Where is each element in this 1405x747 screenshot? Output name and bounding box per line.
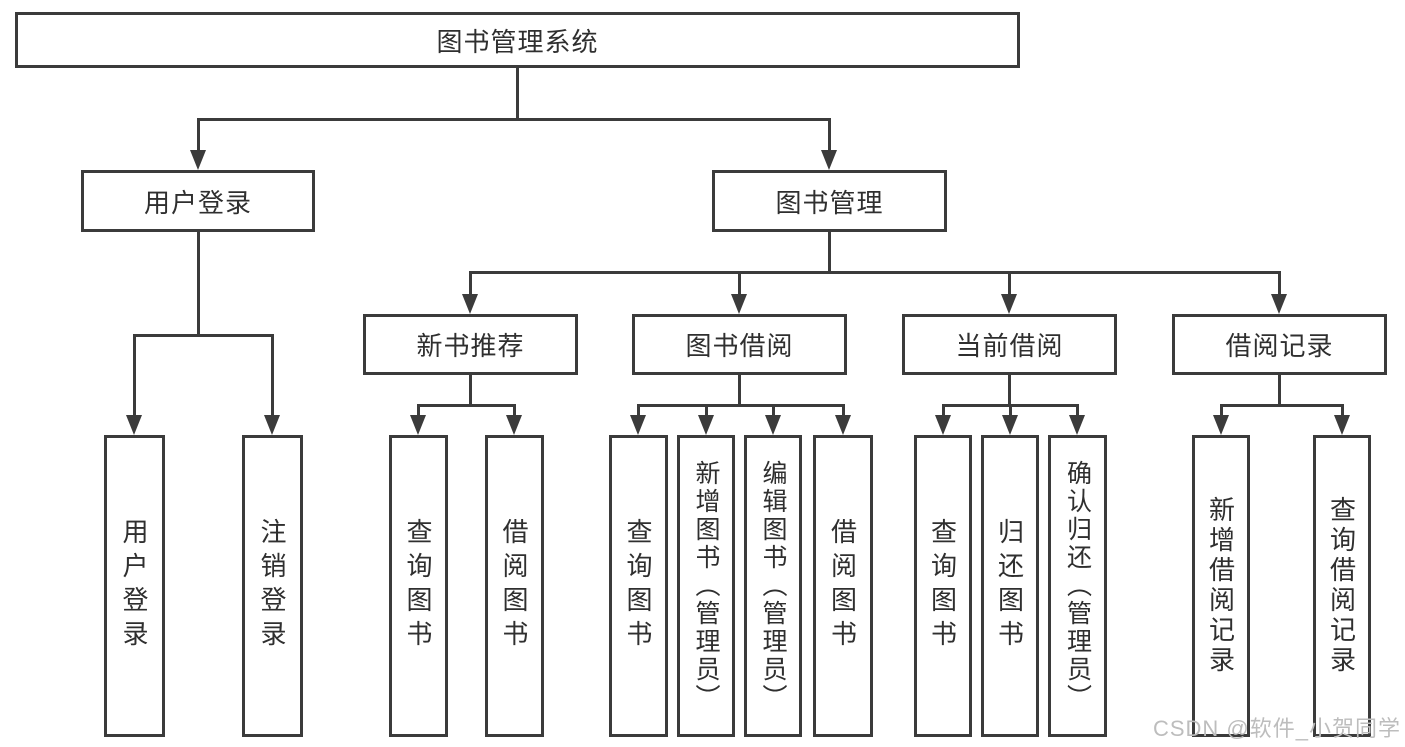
edge-borrowing-rail <box>637 404 845 407</box>
arrow-add-record <box>1213 415 1229 435</box>
arrow-book-management <box>821 150 837 170</box>
node-borrowing-records: 借阅记录 <box>1172 314 1387 375</box>
edge-drop-borrowing-records <box>1278 271 1281 296</box>
leaf-logout: 注销登录 <box>242 435 303 737</box>
edge-drop-borrowing-borrow <box>842 404 845 417</box>
node-new-book-recommend: 新书推荐 <box>363 314 578 375</box>
edge-drop-add-record <box>1220 404 1223 417</box>
leaf-user-login: 用户登录 <box>104 435 165 737</box>
leaf-borrowing-query-books: 查询图书 <box>609 435 668 737</box>
node-root-library-system: 图书管理系统 <box>15 12 1020 68</box>
edge-current-stem <box>1008 374 1011 407</box>
leaf-add-books-admin: 新增图书（管理员） <box>677 435 735 737</box>
edge-recommend-stem <box>469 374 472 407</box>
arrow-borrowing-records <box>1271 294 1287 314</box>
edge-recommend-rail <box>417 404 516 407</box>
edge-drop-book-borrowing <box>738 271 741 296</box>
node-user-login: 用户登录 <box>81 170 315 232</box>
arrow-query-record <box>1334 415 1350 435</box>
edge-drop-confirm-return <box>1076 404 1079 417</box>
arrow-edit-books <box>765 415 781 435</box>
edge-borrowing-stem <box>738 374 741 407</box>
edge-user-login-stem <box>197 232 200 336</box>
edge-book-management-rail <box>469 271 1281 274</box>
leaf-borrowing-borrow-books: 借阅图书 <box>813 435 873 737</box>
edge-drop-add-books <box>705 404 708 417</box>
edge-drop-book-management <box>828 118 831 152</box>
arrow-return-books <box>1002 415 1018 435</box>
arrow-current-query <box>935 415 951 435</box>
arrow-book-borrowing <box>731 294 747 314</box>
edge-records-rail <box>1220 404 1344 407</box>
edge-book-management-stem <box>828 232 831 274</box>
edge-drop-borrowing-query <box>637 404 640 417</box>
arrow-user-login <box>190 150 206 170</box>
leaf-edit-books-admin: 编辑图书（管理员） <box>744 435 802 737</box>
edge-drop-logout <box>271 334 274 416</box>
csdn-watermark: CSDN @软件_小贺同学 <box>1152 716 1401 741</box>
edge-drop-recommend-query <box>417 404 420 417</box>
edge-drop-new-book-recommend <box>469 271 472 296</box>
edge-records-stem <box>1278 374 1281 407</box>
edge-drop-recommend-borrow <box>513 404 516 417</box>
arrow-recommend-borrow <box>506 415 522 435</box>
edge-user-login-rail <box>133 334 274 337</box>
arrow-current-borrowing <box>1001 294 1017 314</box>
edge-drop-current-borrowing <box>1008 271 1011 296</box>
arrow-confirm-return <box>1069 415 1085 435</box>
leaf-current-query-books: 查询图书 <box>914 435 972 737</box>
leaf-add-borrow-record: 新增借阅记录 <box>1192 435 1250 737</box>
edge-drop-return-books <box>1009 404 1012 417</box>
node-book-management: 图书管理 <box>712 170 947 232</box>
leaf-query-borrow-record: 查询借阅记录 <box>1313 435 1371 737</box>
leaf-confirm-return-admin: 确认归还（管理员） <box>1048 435 1107 737</box>
node-current-borrowing: 当前借阅 <box>902 314 1117 375</box>
arrow-borrowing-borrow <box>835 415 851 435</box>
leaf-recommend-query-books: 查询图书 <box>389 435 448 737</box>
leaf-recommend-borrow-books: 借阅图书 <box>485 435 544 737</box>
edge-drop-edit-books <box>772 404 775 417</box>
edge-root-stem <box>516 68 519 120</box>
arrow-recommend-query <box>410 415 426 435</box>
edge-drop-query-record <box>1341 404 1344 417</box>
arrow-borrowing-query <box>630 415 646 435</box>
leaf-return-books: 归还图书 <box>981 435 1039 737</box>
edge-root-rail <box>197 118 831 121</box>
arrow-add-books <box>698 415 714 435</box>
node-book-borrowing: 图书借阅 <box>632 314 847 375</box>
edge-drop-user-login <box>197 118 200 152</box>
edge-drop-login <box>133 334 136 416</box>
arrow-new-book-recommend <box>462 294 478 314</box>
edge-drop-current-query <box>942 404 945 417</box>
arrow-logout <box>264 415 280 435</box>
arrow-login <box>126 415 142 435</box>
